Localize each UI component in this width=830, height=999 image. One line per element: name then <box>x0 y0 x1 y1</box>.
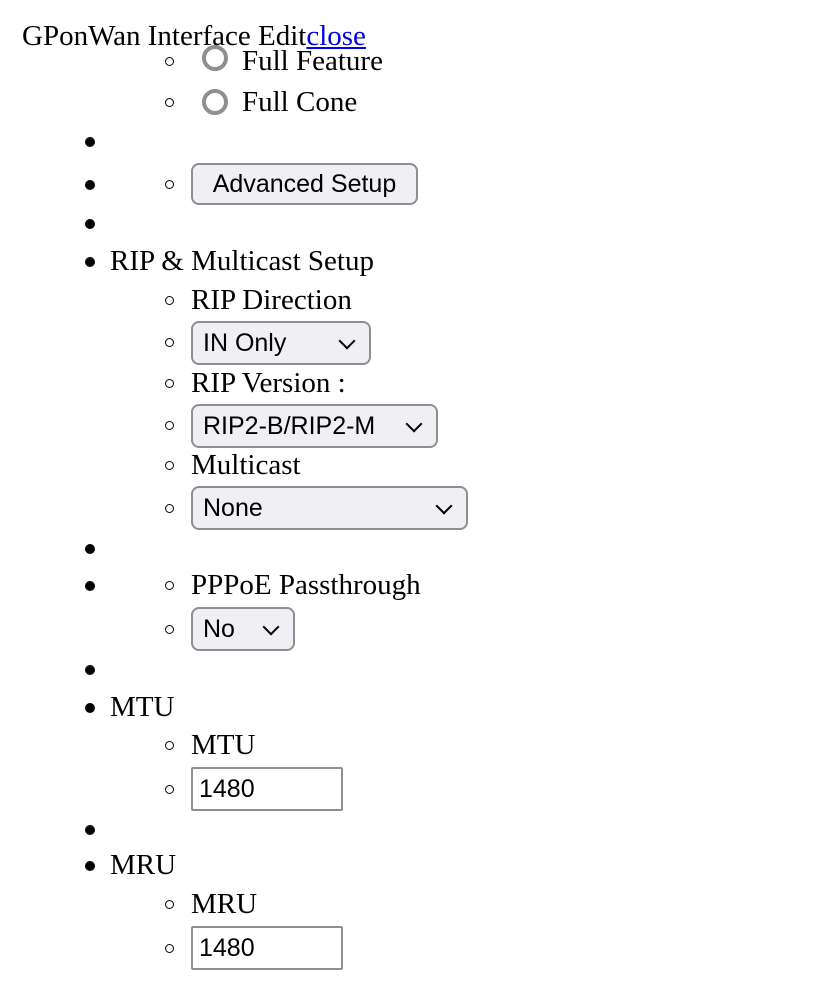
list-bullet <box>85 544 95 554</box>
mtu-input[interactable]: 1480 <box>191 767 343 811</box>
close-link[interactable]: close <box>306 20 366 52</box>
page-title: GPonWan Interface Editclose <box>22 16 366 56</box>
sub-bullet <box>165 379 174 388</box>
sub-bullet <box>165 338 174 347</box>
list-bullet <box>85 861 95 871</box>
sub-bullet <box>165 581 174 590</box>
sub-bullet <box>165 296 174 305</box>
radio-full-cone[interactable] <box>202 89 228 115</box>
rip-direction-label: RIP Direction <box>191 284 352 316</box>
list-bullet <box>85 825 95 835</box>
radio-full-feature-label: Full Feature <box>242 45 383 77</box>
list-bullet <box>85 703 95 713</box>
sub-bullet <box>165 900 174 909</box>
list-bullet <box>85 219 95 229</box>
mru-input[interactable]: 1480 <box>191 926 343 970</box>
pppoe-passthrough-select[interactable]: No <box>191 607 295 651</box>
rip-version-value: RIP2-B/RIP2-M <box>203 412 376 440</box>
rip-direction-select[interactable]: IN Only <box>191 321 371 365</box>
rip-direction-value: IN Only <box>203 329 287 357</box>
chevron-down-icon <box>262 618 280 636</box>
sub-bullet <box>165 98 174 107</box>
advanced-setup-button[interactable]: Advanced Setup <box>191 163 418 205</box>
sub-bullet <box>165 180 174 189</box>
list-bullet <box>85 180 95 190</box>
list-bullet <box>85 665 95 675</box>
mtu-label: MTU <box>191 729 256 761</box>
pppoe-passthrough-label: PPPoE Passthrough <box>191 569 421 601</box>
pppoe-passthrough-value: No <box>203 615 235 643</box>
sub-bullet <box>165 625 174 634</box>
sub-bullet <box>165 944 174 953</box>
rip-version-select[interactable]: RIP2-B/RIP2-M <box>191 404 438 448</box>
page-title-text: GPonWan Interface Edit <box>22 20 307 52</box>
multicast-value: None <box>203 494 263 522</box>
chevron-down-icon <box>435 497 453 515</box>
radio-full-cone-label: Full Cone <box>242 86 358 118</box>
sub-bullet <box>165 504 174 513</box>
sub-bullet <box>165 57 174 66</box>
rip-multicast-section-title: RIP & Multicast Setup <box>110 245 374 277</box>
sub-bullet <box>165 461 174 470</box>
sub-bullet <box>165 421 174 430</box>
list-bullet <box>85 137 95 147</box>
mru-section-title: MRU <box>110 849 177 881</box>
chevron-down-icon <box>405 415 423 433</box>
radio-full-feature[interactable] <box>202 45 228 71</box>
mtu-section-title: MTU <box>110 691 175 723</box>
multicast-label: Multicast <box>191 449 301 481</box>
multicast-select[interactable]: None <box>191 486 468 530</box>
mru-label: MRU <box>191 888 258 920</box>
chevron-down-icon <box>338 332 356 350</box>
rip-version-label: RIP Version : <box>191 367 346 399</box>
sub-bullet <box>165 785 174 794</box>
list-bullet <box>85 257 95 267</box>
list-bullet <box>85 581 95 591</box>
sub-bullet <box>165 741 174 750</box>
